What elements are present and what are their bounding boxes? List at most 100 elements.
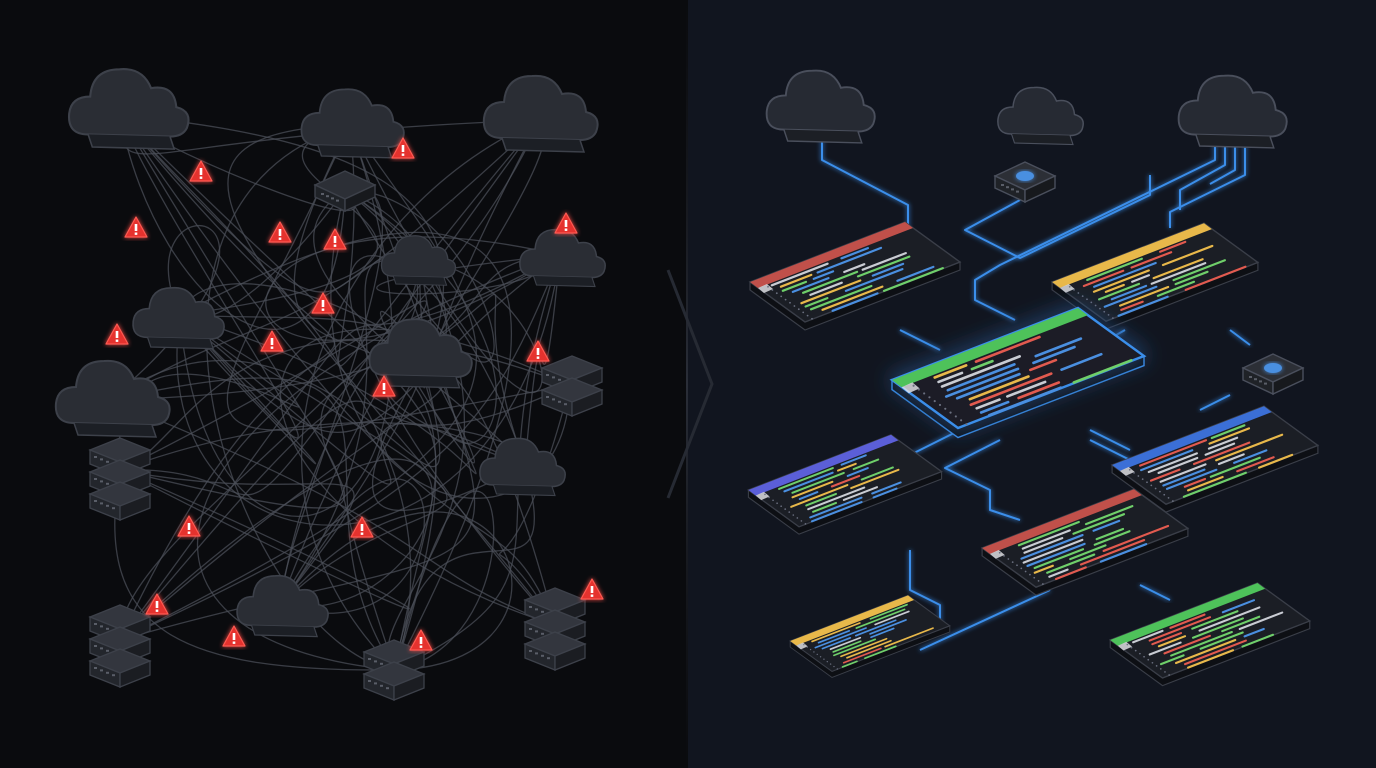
server-stack-icon — [523, 587, 587, 671]
line-number — [1146, 481, 1148, 484]
code-line — [861, 252, 907, 271]
code-line — [1241, 633, 1275, 648]
line-number — [1077, 292, 1080, 294]
line-number — [804, 523, 807, 525]
line-number — [819, 656, 822, 658]
line-number — [1020, 567, 1023, 570]
line-number — [1163, 493, 1166, 496]
code-line — [1157, 635, 1187, 648]
tangled-cable — [114, 469, 396, 671]
code-line — [1150, 262, 1207, 285]
before-devices — [54, 68, 606, 701]
code-line — [1156, 280, 1196, 297]
line-number — [1167, 497, 1170, 499]
code-line — [840, 637, 888, 658]
data-link — [1229, 329, 1251, 346]
code-line — [809, 284, 873, 311]
line-number — [772, 499, 774, 502]
code-line — [1159, 240, 1187, 253]
code-line — [979, 400, 1010, 414]
code-line — [1221, 599, 1256, 614]
code-line — [1169, 613, 1206, 629]
transition-arrow — [666, 269, 714, 499]
code-line — [814, 627, 867, 649]
code-line — [870, 627, 895, 639]
tangled-cable — [227, 124, 556, 626]
code-line — [1082, 269, 1125, 288]
line-number — [949, 411, 952, 414]
code-line — [778, 467, 834, 490]
line-number — [1159, 668, 1162, 670]
line-number — [1086, 298, 1088, 301]
code-modules — [747, 221, 1320, 687]
code-line — [1148, 641, 1182, 656]
code-line — [791, 471, 845, 494]
network-switch-icon — [993, 161, 1057, 204]
code-line — [1191, 617, 1244, 639]
network-switch-icon — [1241, 353, 1305, 396]
code-line — [1208, 427, 1251, 445]
code-line — [1099, 543, 1148, 563]
code-line — [933, 364, 968, 379]
code-line — [944, 367, 1020, 398]
warning-triangle-icon — [554, 212, 578, 234]
code-line — [955, 372, 1021, 400]
code-line — [1092, 519, 1121, 532]
tangled-cable — [119, 114, 396, 671]
line-number — [1007, 558, 1010, 560]
data-link — [944, 439, 1021, 521]
code-line — [1210, 424, 1246, 440]
warning-triangle-icon — [526, 340, 550, 362]
code-line — [1034, 337, 1083, 358]
tangled-cable — [119, 114, 299, 439]
data-link — [1199, 394, 1231, 411]
code-line — [970, 359, 994, 371]
tangled-cable — [119, 124, 478, 641]
code-line — [1026, 542, 1086, 568]
code-line — [843, 263, 866, 274]
line-number — [1107, 314, 1110, 316]
code-line — [974, 335, 1041, 363]
code-line — [1149, 468, 1181, 482]
cloud-icon — [368, 318, 473, 389]
code-line — [1093, 530, 1131, 546]
code-editor-icon — [748, 221, 962, 331]
tangled-cable — [109, 399, 556, 626]
code-line — [810, 501, 863, 523]
server-stack-icon — [362, 639, 426, 701]
tangled-cable — [119, 384, 571, 641]
code-line — [1174, 638, 1237, 665]
data-link — [919, 589, 1051, 651]
code-line — [1140, 449, 1194, 472]
line-number — [1133, 471, 1135, 474]
code-line — [807, 486, 866, 511]
tangled-cable — [179, 254, 561, 433]
code-line — [846, 467, 869, 477]
code-line — [1147, 452, 1198, 474]
code-line — [874, 610, 910, 626]
code-line — [1187, 649, 1235, 669]
code-line — [1060, 352, 1103, 371]
error-warnings — [105, 137, 604, 651]
code-line — [937, 371, 964, 384]
code-line — [855, 608, 906, 629]
code-line — [856, 255, 911, 278]
line-number — [836, 668, 839, 670]
panel-divider — [686, 0, 688, 768]
line-number — [796, 517, 799, 519]
tangled-cable — [179, 124, 379, 316]
line-number — [1141, 478, 1144, 480]
code-line — [1186, 475, 1224, 492]
code-line — [1191, 610, 1239, 630]
code-line — [801, 270, 859, 294]
tangled-cable — [313, 189, 526, 466]
window-controls — [901, 382, 920, 394]
tangled-cable — [379, 311, 476, 464]
code-line — [832, 640, 862, 653]
code-line — [1174, 270, 1209, 286]
data-link — [1179, 130, 1226, 210]
data-link — [964, 175, 1151, 259]
code-line — [830, 474, 861, 488]
